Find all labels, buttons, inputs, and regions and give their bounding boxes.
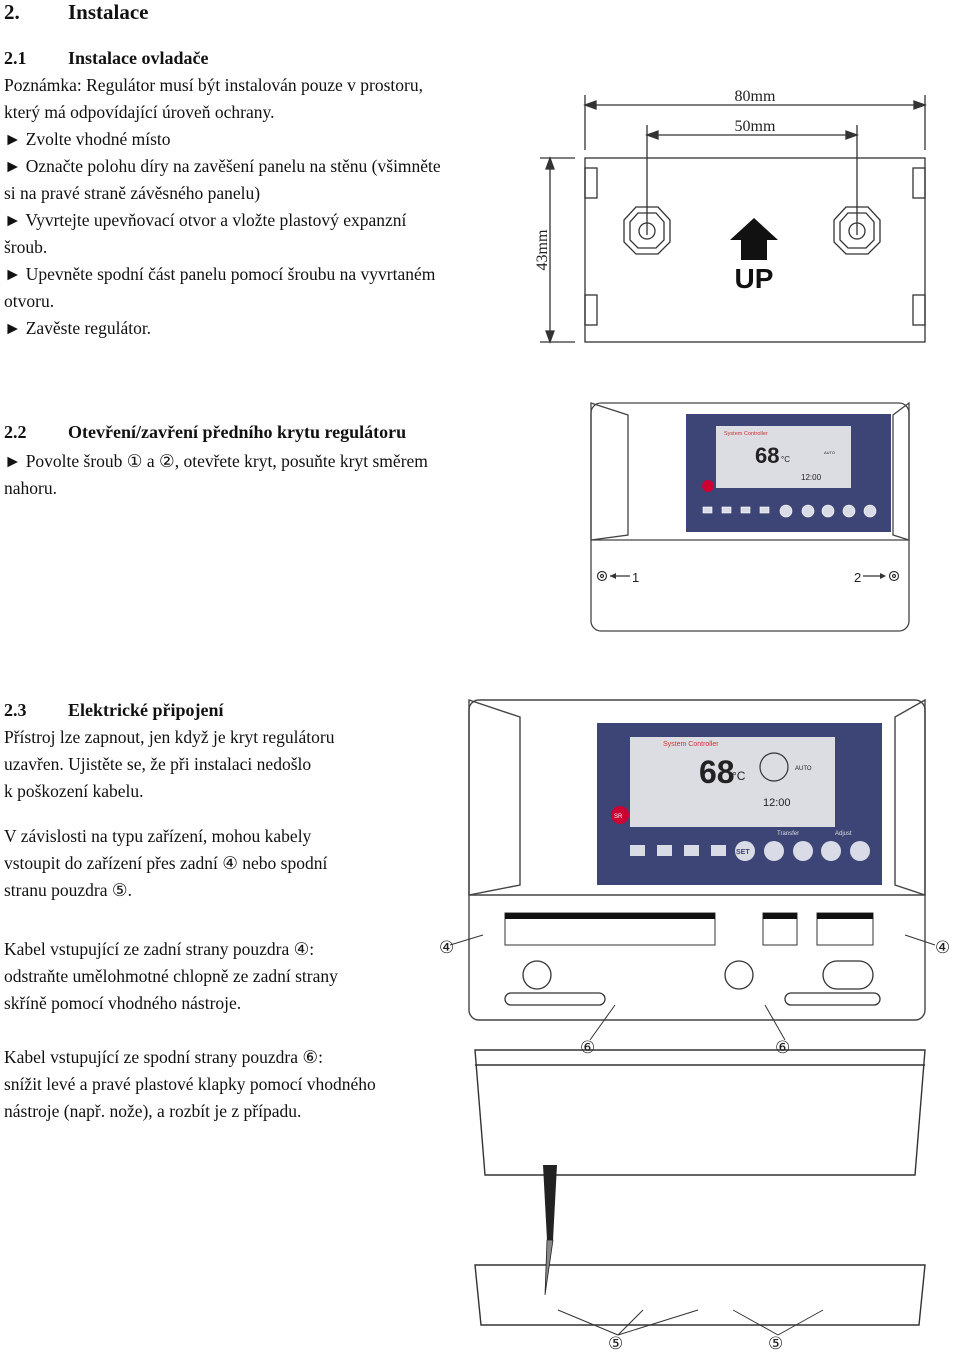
text-line: šroub. xyxy=(4,237,48,257)
text-line: nahoru. xyxy=(4,478,57,498)
text-line: ► Povolte šroub ① a ②, otevřete kryt, po… xyxy=(4,451,428,471)
display-value: 68 xyxy=(755,443,779,468)
text-line: ► Zavěste regulátor. xyxy=(4,318,152,338)
auto-label: AUTO xyxy=(795,766,812,772)
display-unit: °C xyxy=(781,455,790,464)
section-heading: 2. Instalace xyxy=(4,0,149,25)
callout-5-right: ⑤ xyxy=(768,1334,783,1350)
dim-80-label: 80mm xyxy=(735,88,776,105)
display-unit: °C xyxy=(732,769,746,783)
text-line: ► Vyvrtejte upevňovací otvor a vložte pl… xyxy=(4,210,407,230)
text-line: nástroje (např. nože), a rozbít je z pří… xyxy=(4,1101,302,1121)
subsection-number: 2.2 xyxy=(4,422,27,442)
model-label: SR xyxy=(614,814,623,820)
electrical-paragraph-4: Kabel vstupující ze spodní strany pouzdr… xyxy=(4,1044,464,1125)
set-label: SET xyxy=(736,849,750,856)
clock-label: 12:00 xyxy=(801,473,822,482)
text-line: stranu pouzdra ⑤. xyxy=(4,880,132,900)
callout-4-left: ④ xyxy=(439,938,454,957)
text-line: Kabel vstupující ze spodní strany pouzdr… xyxy=(4,1047,323,1067)
text-line: odstraňte umělohmotné chlopně ze zadní s… xyxy=(4,966,338,986)
subsection-number: 2.1 xyxy=(4,48,27,68)
text-line: si na pravé straně závěsného panelu) xyxy=(4,183,261,203)
subsection-heading-2-2: 2.2 Otevření/zavření předního krytu regul… xyxy=(4,422,406,443)
brand-label: System Controller xyxy=(724,431,768,437)
screw-1-label: 1 xyxy=(632,570,639,585)
subsection-heading-2-3: 2.3 Elektrické připojení xyxy=(4,700,224,721)
subsection-number: 2.3 xyxy=(4,700,27,720)
text-line: otvoru. xyxy=(4,291,55,311)
up-label: UP xyxy=(735,263,774,294)
text-line: Kabel vstupující ze zadní strany pouzdra… xyxy=(4,939,315,959)
text-line: který má odpovídající úroveň ochrany. xyxy=(4,102,275,122)
callout-6-right: ⑥ xyxy=(775,1038,790,1057)
installation-steps: Poznámka: Regulátor musí být instalován … xyxy=(4,72,544,342)
text-line: ► Zvolte vhodné místo xyxy=(4,129,171,149)
text-line: vstoupit do zařízení přes zadní ④ nebo s… xyxy=(4,853,328,873)
section-title: Instalace xyxy=(68,0,149,24)
transfer-label: Transfer xyxy=(777,831,799,837)
electrical-paragraph-1: Přístroj lze zapnout, jen když je kryt r… xyxy=(4,724,464,805)
mounting-plate-figure: UP 80mm 50mm 43mm xyxy=(534,88,927,344)
auto-label: AUTO xyxy=(824,450,835,455)
text-line: Poznámka: Regulátor musí být instalován … xyxy=(4,75,423,95)
controller-cover-figure: System Controller 68 °C 12:00 AUTO 1 2 xyxy=(590,401,910,632)
subsection-title: Elektrické připojení xyxy=(68,700,224,720)
text-line: snížit levé a pravé plastové klapky pomo… xyxy=(4,1074,376,1094)
wiring-figure: System Controller 68 °C AUTO 12:00 SR Tr… xyxy=(439,698,950,1350)
text-line: k poškození kabelu. xyxy=(4,781,144,801)
text-line: ► Upevněte spodní část panelu pomocí šro… xyxy=(4,264,436,284)
text-line: V závislosti na typu zařízení, mohou kab… xyxy=(4,826,312,846)
electrical-paragraph-3: Kabel vstupující ze zadní strany pouzdra… xyxy=(4,936,464,1017)
electrical-paragraph-2: V závislosti na typu zařízení, mohou kab… xyxy=(4,823,464,904)
cover-instructions: ► Povolte šroub ① a ②, otevřete kryt, po… xyxy=(4,448,544,502)
adjust-label: Adjust xyxy=(835,831,852,837)
text-line: Přístroj lze zapnout, jen když je kryt r… xyxy=(4,727,335,747)
callout-5-left: ⑤ xyxy=(608,1334,623,1350)
subsection-title: Otevření/zavření předního krytu reguláto… xyxy=(68,422,407,442)
dim-43-label: 43mm xyxy=(534,229,551,270)
callout-4-right: ④ xyxy=(935,938,950,957)
text-line: skříně pomocí vhodného nástroje. xyxy=(4,993,242,1013)
text-line: uzavřen. Ujistěte se, že při instalaci n… xyxy=(4,754,312,774)
screw-2-label: 2 xyxy=(854,570,861,585)
dim-50-label: 50mm xyxy=(735,118,776,135)
subsection-title: Instalace ovladače xyxy=(68,48,209,68)
section-number: 2. xyxy=(4,0,20,24)
callout-6-left: ⑥ xyxy=(580,1038,595,1057)
clock-label: 12:00 xyxy=(763,797,791,809)
text-line: ► Označte polohu díry na zavěšení panelu… xyxy=(4,156,441,176)
display-value: 68 xyxy=(699,754,735,790)
subsection-heading-2-1: 2.1 Instalace ovladače xyxy=(4,48,208,69)
brand-label: System Controller xyxy=(663,741,719,748)
